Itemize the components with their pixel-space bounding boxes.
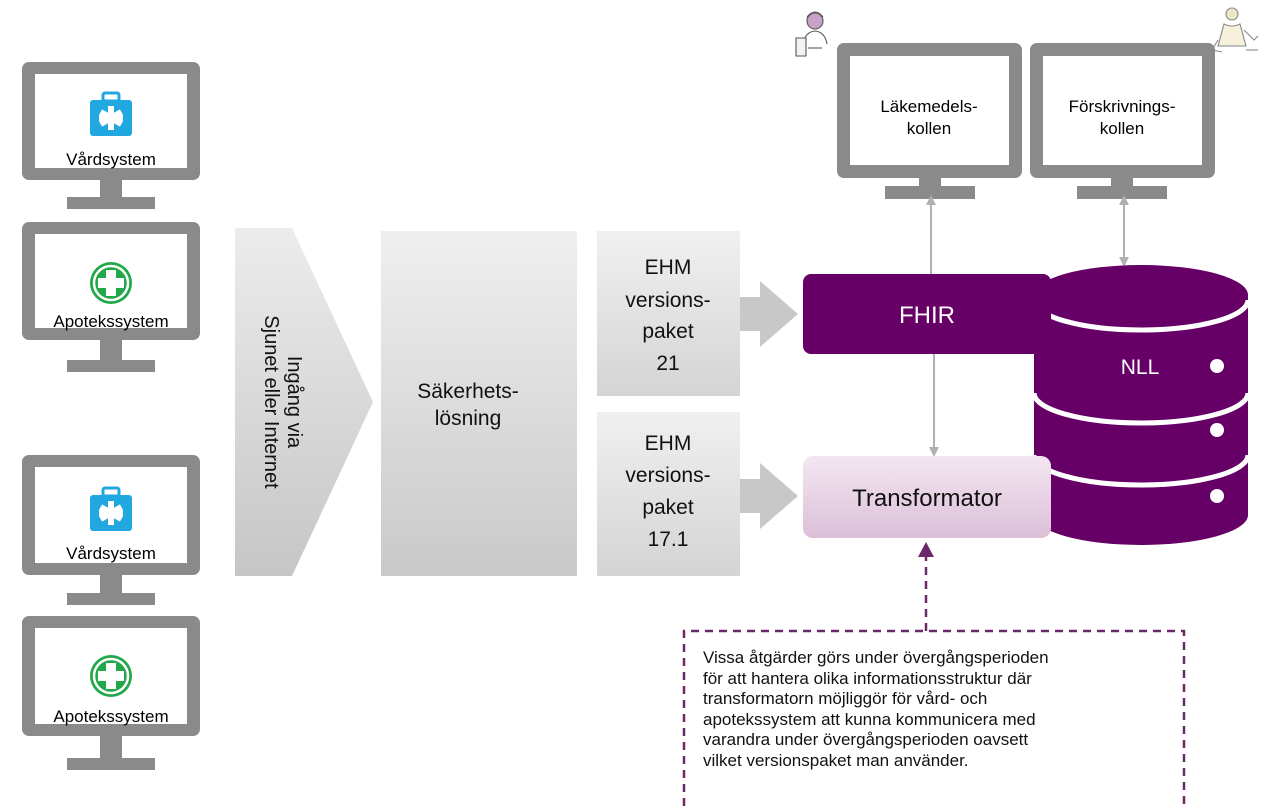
entry-label-line2: Sjunet eller Internet — [260, 315, 282, 489]
client-monitor-apotekssystem-1: Apotekssystem — [22, 222, 200, 372]
package-line: EHM — [645, 256, 692, 279]
version-package-21: EHM versions- paket 21 — [597, 231, 740, 396]
entry-label-line1: Ingång via — [283, 356, 305, 449]
package-line: versions- — [625, 464, 710, 487]
service-monitor-forskrivningskollen: Förskrivnings- kollen — [1030, 43, 1215, 199]
arrow-package17-to-transformer — [740, 463, 798, 529]
client-monitor-vardsystem-1: Vårdsystem — [22, 62, 200, 209]
package-line: EHM — [645, 432, 692, 455]
medical-briefcase-icon — [90, 486, 132, 531]
security-label-line2: lösning — [435, 407, 502, 430]
transformer-box: Transformator — [803, 456, 1051, 538]
package-line: 17.1 — [648, 528, 689, 551]
version-package-17-1: EHM versions- paket 17.1 — [597, 412, 740, 576]
green-cross-icon — [90, 262, 132, 304]
arrow-package21-to-fhir — [740, 281, 798, 347]
package-line: paket — [642, 496, 694, 519]
note-line: vilket versionspaket man använder. — [703, 750, 969, 770]
green-cross-icon — [90, 655, 132, 697]
client-label: Vårdsystem — [66, 544, 156, 563]
client-label: Apotekssystem — [53, 707, 168, 726]
service-label-line2: kollen — [1100, 119, 1144, 138]
package-line: paket — [642, 320, 694, 343]
service-label-line1: Läkemedels- — [880, 97, 977, 116]
security-label-line1: Säkerhets- — [417, 380, 519, 403]
fhir-box: FHIR — [803, 274, 1051, 354]
service-label-line1: Förskrivnings- — [1069, 97, 1176, 116]
client-label: Apotekssystem — [53, 312, 168, 331]
client-monitor-apotekssystem-2: Apotekssystem — [22, 616, 200, 770]
security-block: Säkerhets- lösning — [381, 231, 577, 576]
entry-chevron: Ingång via Sjunet eller Internet — [235, 228, 373, 576]
transformer-label: Transformator — [852, 485, 1002, 512]
note-line: Vissa åtgärder görs under övergångsperio… — [703, 648, 1049, 667]
note-callout — [682, 556, 1186, 806]
client-monitor-vardsystem-2: Vårdsystem — [22, 455, 200, 605]
medical-briefcase-icon — [90, 91, 132, 136]
client-label: Vårdsystem — [66, 150, 156, 169]
fhir-label: FHIR — [899, 302, 955, 329]
note-line: apotekssystem att kunna kommunicera med — [703, 709, 1036, 729]
note-pointer-arrowhead — [918, 542, 934, 557]
package-line: versions- — [625, 289, 710, 312]
service-monitor-lakemedelskollen: Läkemedels- kollen — [837, 43, 1022, 199]
pharmacist-sketch-icon — [1211, 7, 1259, 53]
package-line: 21 — [656, 352, 679, 375]
note-line: transformatorn möjliggör för vård- och — [703, 689, 988, 708]
note-line: för att hantera olika informationsstrukt… — [703, 668, 1032, 688]
service-label-line2: kollen — [907, 119, 951, 138]
nll-database: NLL — [1031, 265, 1251, 545]
note-line: varandra under övergångsperioden oavsett — [703, 730, 1029, 749]
doctor-sketch-icon — [795, 11, 828, 57]
nll-label: NLL — [1121, 356, 1160, 379]
note-text: Vissa åtgärder görs under övergångsperio… — [703, 648, 1173, 771]
